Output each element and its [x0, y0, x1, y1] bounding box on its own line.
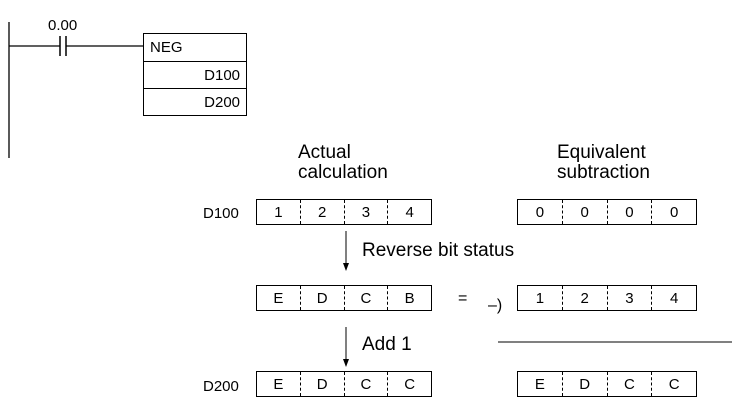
- digit: C: [606, 372, 652, 396]
- equals-sign: =: [458, 290, 468, 307]
- digit: C: [651, 372, 696, 396]
- digit: C: [343, 372, 388, 396]
- digit: 1: [274, 203, 283, 221]
- digit: C: [387, 372, 431, 396]
- step-reverse-label: Reverse bit status: [362, 240, 515, 261]
- operand-destination: D200: [144, 88, 246, 115]
- equivalent-heading-line2: subtraction: [557, 162, 650, 183]
- actual-heading-line1: Actual: [298, 142, 351, 163]
- digit: 0: [651, 200, 696, 224]
- digit: 4: [387, 200, 431, 224]
- instruction-mnemonic: NEG: [150, 39, 183, 56]
- digit: B: [387, 286, 431, 310]
- difference-digits: E D C C: [517, 371, 697, 397]
- digit: 0: [561, 200, 607, 224]
- reversed-digits: E D C B: [256, 285, 432, 311]
- reverse-arrow-head: [343, 263, 349, 271]
- subtrahend-digits: 1 2 3 4: [517, 285, 697, 311]
- digit: D: [561, 372, 607, 396]
- digit: 1: [535, 289, 545, 307]
- digit: E: [273, 375, 284, 393]
- digit: 0: [606, 200, 652, 224]
- add-arrow-head: [343, 359, 349, 367]
- operand-source: D100: [144, 61, 246, 88]
- source-digits: 1 2 3 4: [256, 199, 432, 225]
- equivalent-heading-line1: Equivalent: [557, 142, 646, 163]
- actual-heading-line2: calculation: [298, 162, 388, 183]
- digit: 2: [561, 286, 607, 310]
- digit: 2: [299, 200, 344, 224]
- digit: 3: [606, 286, 652, 310]
- step-add-label: Add 1: [362, 334, 412, 355]
- minus-sign: –): [488, 297, 503, 314]
- contact-address: 0.00: [48, 17, 78, 34]
- digit: 3: [343, 200, 388, 224]
- result-digits: E D C C: [256, 371, 432, 397]
- source-label: D100: [203, 205, 239, 222]
- digit: E: [273, 289, 284, 307]
- digit: C: [343, 286, 388, 310]
- digit: D: [299, 286, 344, 310]
- dest-label: D200: [203, 378, 239, 395]
- digit: D: [299, 372, 344, 396]
- neg-instruction-block: NEG D100 D200: [143, 33, 247, 116]
- digit: 4: [651, 286, 696, 310]
- minuend-digits: 0 0 0 0: [517, 199, 697, 225]
- digit: E: [534, 375, 545, 393]
- digit: 0: [535, 203, 545, 221]
